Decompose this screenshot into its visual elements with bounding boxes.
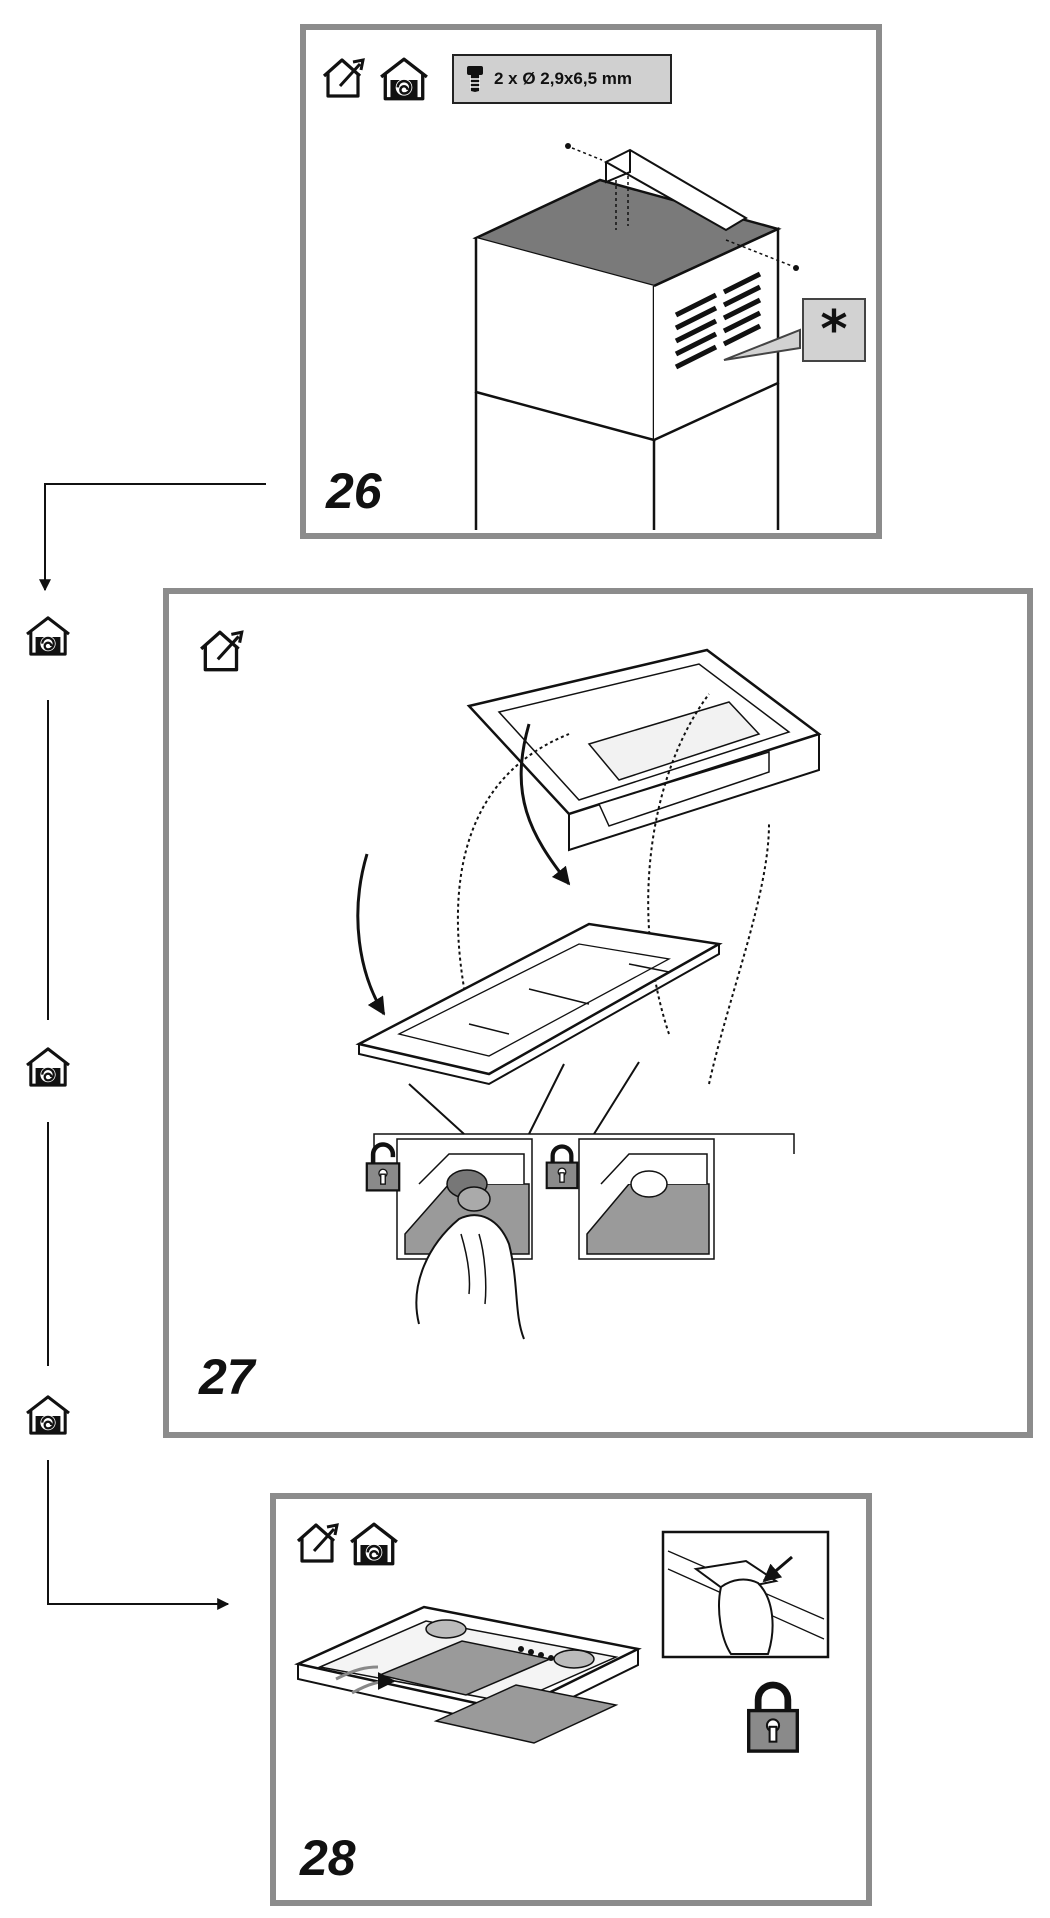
step-27-illustration	[199, 630, 822, 1340]
lock-padlock-icon	[749, 1685, 798, 1751]
screw-spec-text: 2 x Ø 2,9x6,5 mm	[494, 69, 632, 88]
recirculation-mode-icon	[349, 1522, 399, 1566]
ducted-mode-icon	[199, 630, 244, 672]
ducted-mode-icon	[296, 1523, 339, 1563]
step-26-panel: 2 x Ø 2,9x6,5 mm * 26	[300, 24, 882, 539]
step-27-panel: 27	[163, 588, 1033, 1438]
recirculation-mode-icon	[25, 1395, 71, 1435]
step-number: 28	[300, 1830, 356, 1886]
note-asterisk-callout: *	[802, 298, 866, 362]
lock-padlock-icon	[547, 1146, 578, 1188]
ducted-mode-icon	[322, 58, 365, 98]
screw-spec-badge: 2 x Ø 2,9x6,5 mm	[452, 54, 672, 104]
recirculation-mode-icon	[379, 57, 429, 101]
recirculation-mode-icon	[25, 616, 71, 656]
step-28-illustration	[294, 1522, 830, 1900]
step-number: 27	[199, 1349, 255, 1405]
screw-icon	[467, 66, 483, 92]
recirculation-mode-icon	[25, 1047, 71, 1087]
step-28-panel: 28	[270, 1493, 872, 1906]
step-number: 26	[326, 463, 382, 519]
step-26-illustration	[322, 57, 801, 530]
unlock-padlock-icon	[367, 1145, 399, 1191]
